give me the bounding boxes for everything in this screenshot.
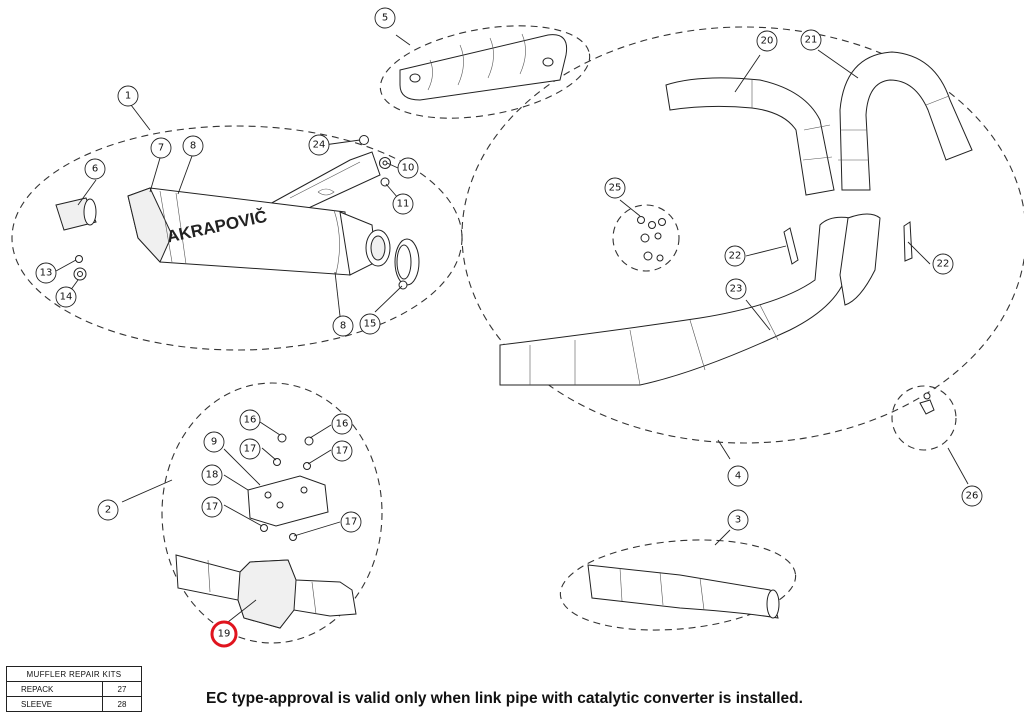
header-pipes-drawing [499,51,973,415]
group-headers-outline [461,26,1024,444]
muffler-repair-kits-table: MUFFLER REPAIR KITS REPACK 27 SLEEVE 28 [6,666,142,712]
svg-text:4: 4 [735,471,741,482]
callout-17-d: 17 [340,511,362,533]
svg-text:17: 17 [345,517,358,528]
callout-4: 4 [727,465,749,487]
callout-10: 10 [397,157,419,179]
svg-text:19: 19 [218,629,231,640]
svg-text:18: 18 [206,470,219,481]
group-heatshield-outline [379,25,591,119]
svg-text:8: 8 [190,141,196,152]
callout-5: 5 [374,7,396,29]
callout-9: 9 [203,431,225,453]
callout-1: 1 [117,85,139,107]
svg-text:17: 17 [336,446,349,457]
sleeve-value: 28 [102,696,142,712]
svg-text:25: 25 [609,183,622,194]
callout-14: 14 [55,286,77,308]
svg-text:5: 5 [382,13,388,24]
callout-15: 15 [359,313,381,335]
svg-text:16: 16 [244,415,257,426]
approval-note: EC type-approval is valid only when link… [206,690,803,707]
svg-text:14: 14 [60,292,73,303]
callout-11: 11 [392,193,414,215]
callout-24: 24 [308,134,330,156]
callout-7: 7 [150,137,172,159]
svg-text:11: 11 [397,199,410,210]
svg-text:10: 10 [402,163,415,174]
callout-17-b: 17 [331,440,353,462]
svg-text:21: 21 [805,35,818,46]
svg-text:13: 13 [40,268,53,279]
callout-2: 2 [97,499,119,521]
table-row: SLEEVE 28 [6,696,142,712]
repack-label: REPACK [6,681,103,697]
callout-22-left: 22 [724,245,746,267]
callout-23: 23 [725,278,747,300]
group-bolt-outline [891,385,957,451]
svg-text:3: 3 [735,515,741,526]
svg-text:15: 15 [364,319,377,330]
muffler-drawing: AKRAPOVIČ [55,135,420,290]
repack-value: 27 [102,681,142,697]
group-clamps-outline [612,204,680,272]
callout-16-right: 16 [331,413,353,435]
svg-text:16: 16 [336,419,349,430]
callout-25: 25 [604,177,626,199]
callout-22-right: 22 [932,253,954,275]
callout-17-a: 17 [239,438,261,460]
svg-text:1: 1 [125,91,131,102]
callout-8-top: 8 [182,135,204,157]
heatshield-drawing [399,33,568,101]
svg-text:2: 2 [105,505,111,516]
group-linkpipe-outline [161,382,383,644]
callout-26: 26 [961,485,983,507]
repair-kits-header: MUFFLER REPAIR KITS [6,666,142,682]
callout-6: 6 [84,158,106,180]
svg-text:20: 20 [761,36,774,47]
midpipe-drawing [587,564,780,619]
callout-19-highlighted: 19 [210,620,238,648]
callout-16-left: 16 [239,409,261,431]
callout-8-bottom: 8 [332,315,354,337]
callout-21: 21 [800,29,822,51]
sleeve-label: SLEEVE [6,696,103,712]
svg-text:7: 7 [158,143,164,154]
svg-text:22: 22 [729,251,742,262]
svg-text:17: 17 [244,444,257,455]
svg-text:23: 23 [730,284,743,295]
callout-17-c: 17 [201,496,223,518]
table-row: REPACK 27 [6,681,142,697]
linkpipe-drawing [175,433,357,629]
svg-text:26: 26 [966,491,979,502]
svg-text:6: 6 [92,164,98,175]
svg-text:9: 9 [211,437,217,448]
svg-text:8: 8 [340,321,346,332]
callout-18: 18 [201,464,223,486]
svg-text:17: 17 [206,502,219,513]
callout-3: 3 [727,509,749,531]
leader-lines [55,34,969,623]
group-midpipe-outline [559,539,797,631]
svg-text:24: 24 [313,140,326,151]
callout-20: 20 [756,30,778,52]
svg-text:22: 22 [937,259,950,270]
callout-13: 13 [35,262,57,284]
